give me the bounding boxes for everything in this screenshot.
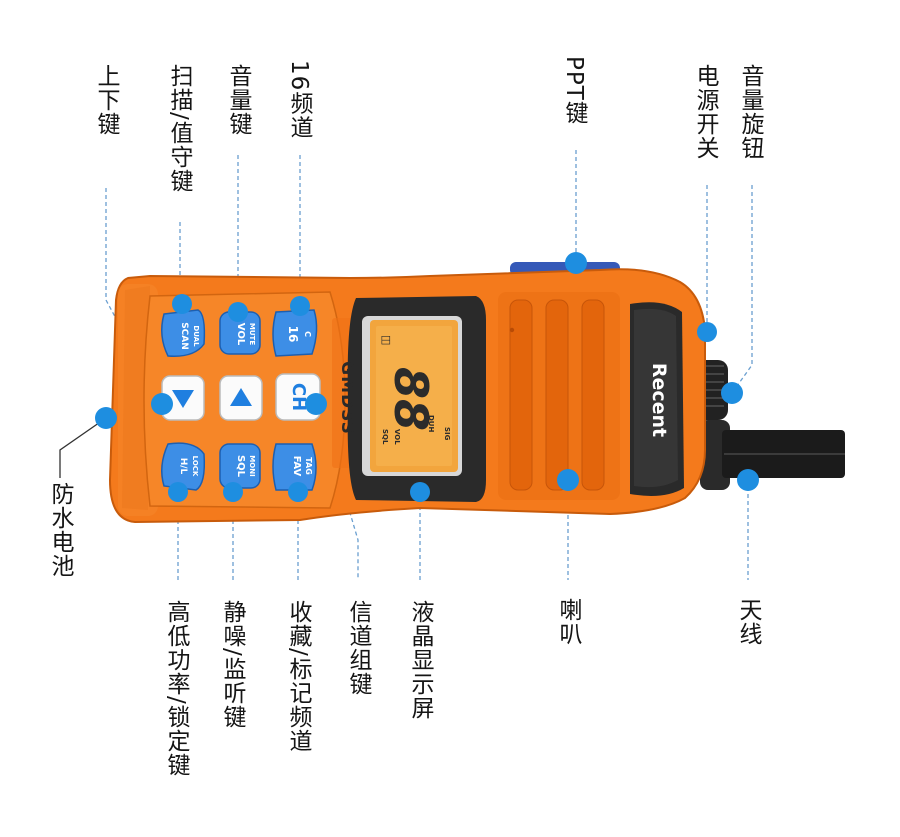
callout-dots [95, 252, 759, 502]
label-channel-group-key: 信道组键 [345, 600, 371, 696]
down-arrow-icon [172, 390, 194, 408]
up-arrow-icon [230, 388, 252, 406]
key-favorite[interactable] [272, 443, 317, 491]
label-antenna: 天线 [735, 598, 761, 646]
label-volume-knob: 音量旋钮 [737, 64, 763, 160]
key-power-lock[interactable] [161, 442, 206, 491]
key-ch16[interactable] [272, 309, 318, 357]
speaker-grille [498, 292, 620, 500]
label-scan-key: 扫描/值守键 [166, 64, 192, 193]
key-scan[interactable] [161, 309, 206, 357]
label-power-lock-key: 高低功率/锁定键 [163, 600, 189, 777]
label-power-switch: 电源开关 [692, 64, 718, 160]
battery-leader [59, 417, 107, 478]
label-squelch-key: 静噪/监听键 [219, 600, 245, 729]
key-down[interactable] [161, 375, 205, 421]
label-ch16: 16频道 [286, 60, 312, 140]
label-volume-key: 音量键 [225, 64, 251, 136]
label-battery: 防水电池 [47, 482, 73, 578]
label-favorite-key: 收藏/标记频道 [285, 600, 311, 753]
key-up[interactable] [219, 375, 263, 421]
label-updown-key: 上下键 [93, 64, 119, 136]
label-speaker: 喇叭 [555, 598, 581, 646]
label-lcd: 液晶显示屏 [407, 600, 433, 720]
label-ppt-key: PPT键 [561, 56, 587, 125]
key-squelch[interactable] [219, 443, 261, 489]
